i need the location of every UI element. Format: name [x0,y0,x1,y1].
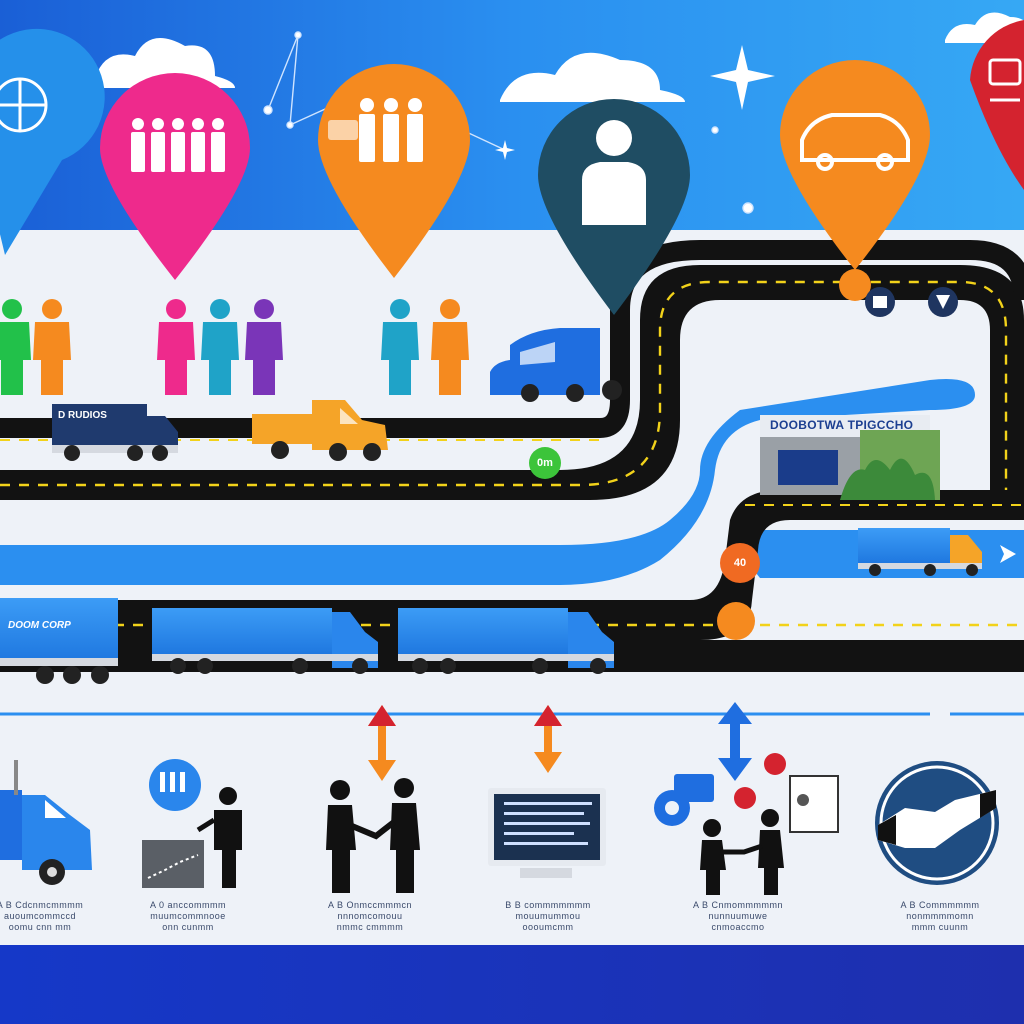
person-figure-icon [381,299,419,395]
step-5-caption: A B Cnmommmmmn nunnuumuwe cnmoaccmo [692,900,783,932]
lower-trailers [0,598,614,684]
person-figure-icon [33,299,71,395]
orange-dot [839,269,871,301]
building-sign: DOOBOTWA TPIGCCHO [770,418,914,432]
pin-pink[interactable] [100,73,250,280]
step-6-caption: A B Commmmmm nonmmmmomn mmm cuunm [900,900,980,932]
river-trailer-truck [858,528,982,576]
step-3-handshake-people-icon [326,778,420,893]
pin-orange-car[interactable] [780,60,930,301]
green-badge-label: 0m [537,457,553,469]
building [760,415,940,500]
orange-badge-label: 40 [733,557,747,569]
truck-icon [988,58,1022,102]
badge-icons [865,287,958,317]
person-icon [582,120,646,225]
footer-band [0,945,1024,1024]
pin-red-partial[interactable] [970,20,1024,190]
pin-left-partial[interactable] [0,28,105,255]
step-3-caption: A B Onmccmmmcn nnnomcomouu nmmc cmmmm [327,900,412,932]
pin-navy-person[interactable] [538,98,690,315]
group-icon [328,98,423,162]
step-1-caption: A B Cdcnmcmmmm auoumcommccd oomu cnn mm [0,900,84,932]
person-figure-icon [201,299,239,395]
trailer-logo: DOOM CORP [8,620,71,631]
step-2-caption: A 0 anccommmm muumcommnooe onn cunmm [149,900,227,932]
step-1-truck-icon [0,760,92,885]
double-arrow-icon [368,702,752,781]
pin-orange-group[interactable] [318,64,470,278]
group-icon [131,118,225,172]
person-figure-icon [0,299,31,395]
navy-box-truck [52,404,178,461]
step-5-gears-people-icon [654,753,839,895]
sparkle-icon [495,45,775,160]
step-4-monitor-icon [488,788,606,878]
step-4-caption: B B commmmmmm mouumummou oooumcmm [505,900,591,932]
person-figure-icon [431,299,469,395]
car-icon [800,113,910,171]
person-figure-icon [245,299,283,395]
river [0,379,975,585]
orange-truck [252,400,388,461]
green-badge [529,447,561,479]
step-2-presentation-icon [142,759,242,888]
orange-road-badges [717,543,760,640]
step-6-handshake-icon [875,761,999,885]
box-truck-label: D RUDIOS [58,410,107,421]
river-arrow-icon [1000,545,1016,563]
globe-icon [0,77,48,133]
person-figure-icon [157,299,195,395]
blue-semi-truck [490,328,622,402]
people-row [0,299,469,395]
